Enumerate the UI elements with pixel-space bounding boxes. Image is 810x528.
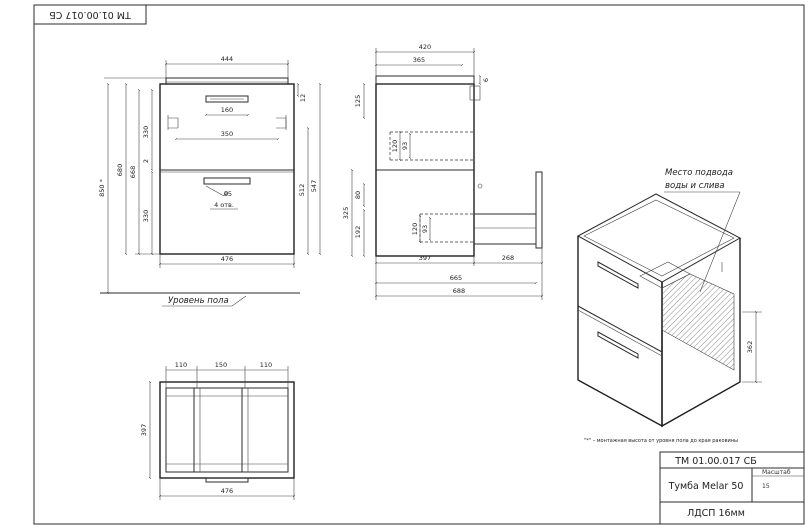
front-view: 444 160 350 476 ø5 4 отв. 850 * 680 668 … [98, 55, 322, 307]
dim-330-top: 330 [142, 126, 150, 138]
dim-6: 6 [482, 78, 490, 82]
dim-268: 268 [502, 254, 514, 262]
title-product: Тумба Melar 50 [668, 481, 744, 492]
dim-93-bottom: 93 [421, 225, 429, 233]
title-material: ЛДСП 16мм [687, 508, 745, 519]
title-block: ТМ 01.00.017 СБ Тумба Melar 50 Масштаб 1… [659, 451, 805, 525]
dim-476-top-view: 476 [221, 487, 233, 495]
title-sheet-value: 15 [762, 483, 770, 490]
dim-397-depth: 397 [140, 424, 148, 436]
dim-850: 850 * [98, 178, 106, 196]
dim-665: 665 [450, 274, 462, 282]
dim-hole-count: 4 отв. [214, 201, 234, 209]
dim-547: 547 [310, 180, 318, 192]
dim-420: 420 [419, 43, 431, 51]
plumbing-note-line2: воды и слива [665, 181, 725, 191]
mirrored-code-stamp: ТМ 01.00.017 СБ [33, 4, 147, 25]
dim-330-bottom: 330 [142, 210, 150, 222]
dim-444: 444 [221, 55, 233, 63]
dim-gap-2: 2 [142, 159, 150, 163]
dim-668: 668 [129, 166, 137, 178]
top-view: 110 150 110 397 476 [140, 361, 296, 500]
dim-362: 362 [746, 341, 754, 353]
dim-110-right: 110 [260, 361, 272, 369]
dim-120-bottom: 120 [411, 223, 419, 235]
dim-688: 688 [453, 287, 465, 295]
title-code: ТМ 01.00.017 СБ [674, 456, 757, 467]
dim-192: 192 [354, 226, 362, 238]
mirrored-code-text: ТМ 01.00.017 СБ [49, 9, 132, 20]
dim-93-top: 93 [401, 142, 409, 150]
title-sheet-label: Масштаб [762, 469, 791, 476]
footnote: "*" – монтажная высота от уровня пола до… [584, 438, 738, 444]
dim-512: 512 [298, 184, 306, 196]
dim-325: 325 [342, 207, 350, 219]
floor-level-label: Уровень пола [168, 296, 229, 306]
sheet-frame [33, 4, 805, 525]
dim-365: 365 [413, 56, 425, 64]
dim-hole-d: ø5 [224, 190, 232, 198]
isometric-view: Место подвода воды и слива 362 [576, 168, 762, 428]
plumbing-note-line1: Место подвода [665, 168, 733, 178]
dim-150: 150 [215, 361, 227, 369]
dim-160: 160 [221, 106, 233, 114]
side-view: 420 365 6 125 120 93 80 325 192 120 93 3… [342, 43, 544, 300]
dim-80: 80 [354, 191, 362, 199]
dim-12: 12 [299, 94, 307, 102]
dim-110-left: 110 [175, 361, 187, 369]
dim-397: 397 [419, 254, 431, 262]
dim-476: 476 [221, 255, 233, 263]
dim-680: 680 [116, 164, 124, 176]
dim-120-top: 120 [391, 140, 399, 152]
dim-350: 350 [221, 130, 233, 138]
dim-125: 125 [354, 95, 362, 107]
